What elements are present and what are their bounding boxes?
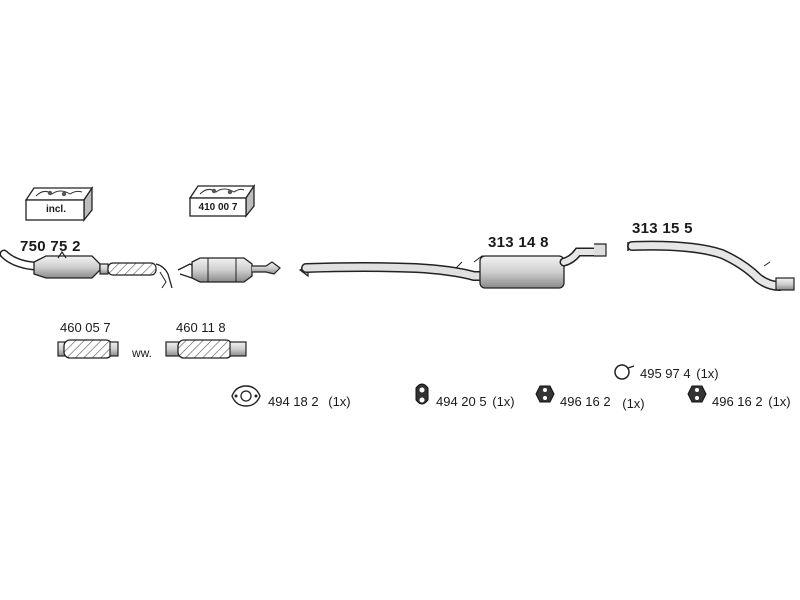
fitting-number: 494 20 5 [436, 394, 487, 409]
kit-box-icon [24, 185, 94, 222]
rubber-mount-icon [535, 385, 555, 403]
kit-box-label: incl. [45, 204, 66, 215]
part-number-rear-pipe: 313 15 5 [632, 220, 693, 237]
part-number-catalyst: 750 75 2 [20, 238, 81, 255]
rubber-mount-icon [687, 385, 707, 403]
fitting-number: 496 16 2 [560, 394, 611, 409]
part-number-center-muffler: 313 14 8 [488, 234, 549, 251]
cat-kit-box-label: 410 00 7 [198, 202, 238, 213]
gasket-icon [231, 385, 261, 407]
fitting-number: 494 18 2 [268, 394, 319, 409]
flex-pipe-a[interactable] [57, 339, 119, 359]
flex-pipe-b[interactable] [165, 339, 247, 359]
fitting-qty: (1x) [328, 394, 351, 409]
part-number-flex-a: 460 05 7 [60, 320, 111, 335]
fitting-number: 495 97 4 [640, 366, 691, 381]
catalyst-converter[interactable] [177, 257, 281, 283]
fitting-label-mount: 496 16 2 (1x) [560, 394, 645, 411]
cat-kit-box-icon [188, 183, 256, 218]
catalyst-front-pipe[interactable] [0, 249, 173, 289]
fitting-number: 496 16 2 [712, 394, 763, 409]
fitting-qty: (1x) [696, 366, 719, 381]
part-number-flex-b: 460 11 8 [176, 320, 226, 335]
fitting-label-gasket: 494 18 2 (1x) [268, 394, 351, 409]
fitting-qty: (1x) [768, 394, 791, 409]
rear-tail-pipe[interactable] [627, 240, 795, 291]
ww-label: ww. [132, 346, 153, 360]
rubber-hanger-icon [415, 383, 429, 405]
center-muffler-assembly[interactable] [298, 243, 607, 289]
fitting-label-ring: 495 97 4 (1x) [640, 366, 719, 381]
fitting-label-mount-2: 496 16 2 (1x) [712, 394, 791, 409]
fitting-qty: (1x) [622, 396, 645, 411]
fitting-qty: (1x) [492, 394, 515, 409]
fitting-label-hanger: 494 20 5 (1x) [436, 394, 515, 409]
ring-clip-icon [614, 364, 635, 380]
